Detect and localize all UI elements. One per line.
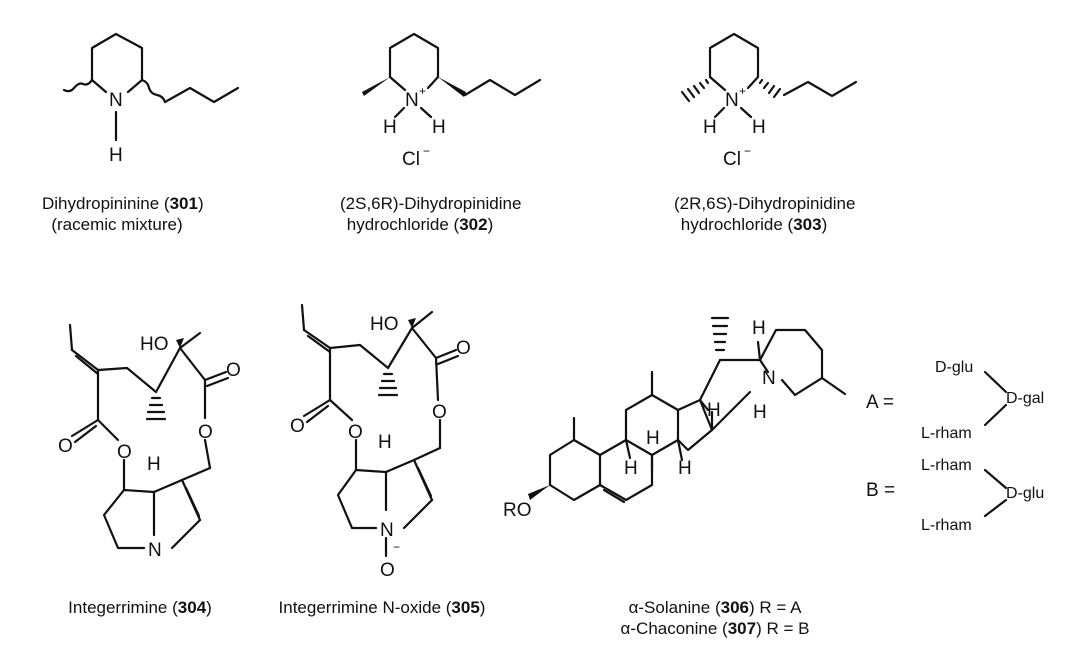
atom-n: N xyxy=(109,90,123,111)
charge-minus: − xyxy=(744,144,751,158)
atom-h: H xyxy=(753,402,767,423)
atom-n: N xyxy=(725,90,739,111)
structure-304: HO O O O O H N xyxy=(58,323,241,561)
atom-h: H xyxy=(378,432,392,453)
caption-307: α-Chaconine (307) R = B xyxy=(620,619,810,638)
caption-304: Integerrimine (304) xyxy=(68,598,212,617)
sugar-b-mid: D-glu xyxy=(1006,485,1044,502)
atom-h: H xyxy=(624,458,638,479)
atom-h: H xyxy=(752,117,766,138)
label-a: A = xyxy=(866,392,894,413)
caption-303: (2R,6S)-Dihydropinidine hydrochloride (3… xyxy=(674,194,856,234)
atom-o: O xyxy=(456,338,471,359)
structure-306-307: RO H N H H H H H xyxy=(503,316,847,521)
counterion-cl: Cl xyxy=(402,149,420,170)
atom-ho: HO xyxy=(370,314,399,335)
charge-plus: + xyxy=(739,84,746,98)
caption-301: Dihydropininine (301) (racemic mixture) xyxy=(42,194,204,234)
structure-303: N + H H Cl − xyxy=(680,32,858,170)
atom-ro: RO xyxy=(503,500,532,521)
atom-h: H xyxy=(383,117,397,138)
charge-minus: − xyxy=(423,144,430,158)
sugar-a-mid: D-gal xyxy=(1006,390,1044,407)
atom-o: O xyxy=(432,402,447,423)
atom-n: N xyxy=(148,540,162,561)
sugar-a-top: D-glu xyxy=(935,359,973,376)
charge-minus: − xyxy=(393,540,400,554)
atom-o: O xyxy=(198,422,213,443)
atom-h: H xyxy=(707,400,721,421)
structure-301: N H xyxy=(62,32,240,166)
charge-plus: + xyxy=(419,84,426,98)
caption-306: α-Solanine (306) R = A xyxy=(628,598,802,617)
atom-o: O xyxy=(226,360,241,381)
atom-o: O xyxy=(380,560,395,581)
structure-305: HO O O O O H N O − xyxy=(290,303,471,581)
sugar-b-bot: L-rham xyxy=(921,517,972,534)
atom-h: H xyxy=(432,117,446,138)
atom-h: H xyxy=(147,454,161,475)
caption-302: (2S,6R)-Dihydropinidine hydrochloride (3… xyxy=(340,194,522,234)
counterion-cl: Cl xyxy=(723,149,741,170)
label-b: B = xyxy=(866,480,895,501)
sugar-a-bot: L-rham xyxy=(921,425,972,442)
atom-ho: HO xyxy=(140,334,169,355)
atom-h: H xyxy=(646,428,660,449)
atom-o: O xyxy=(117,442,132,463)
atom-o: O xyxy=(58,436,73,457)
structure-302: N + H H Cl − xyxy=(362,32,542,170)
atom-o: O xyxy=(348,422,363,443)
atom-n: N xyxy=(405,90,419,111)
atom-n: N xyxy=(762,368,776,389)
atom-o: O xyxy=(290,416,305,437)
sugar-b-top: L-rham xyxy=(921,457,972,474)
atom-n: N xyxy=(380,520,394,541)
sugar-legend: A = D-glu D-gal L-rham B = L-rham D-glu … xyxy=(866,359,1044,534)
atom-h: H xyxy=(109,145,123,166)
caption-305: Integerrimine N-oxide (305) xyxy=(278,598,486,617)
atom-h: H xyxy=(752,318,766,339)
atom-h: H xyxy=(678,458,692,479)
atom-h: H xyxy=(703,117,717,138)
